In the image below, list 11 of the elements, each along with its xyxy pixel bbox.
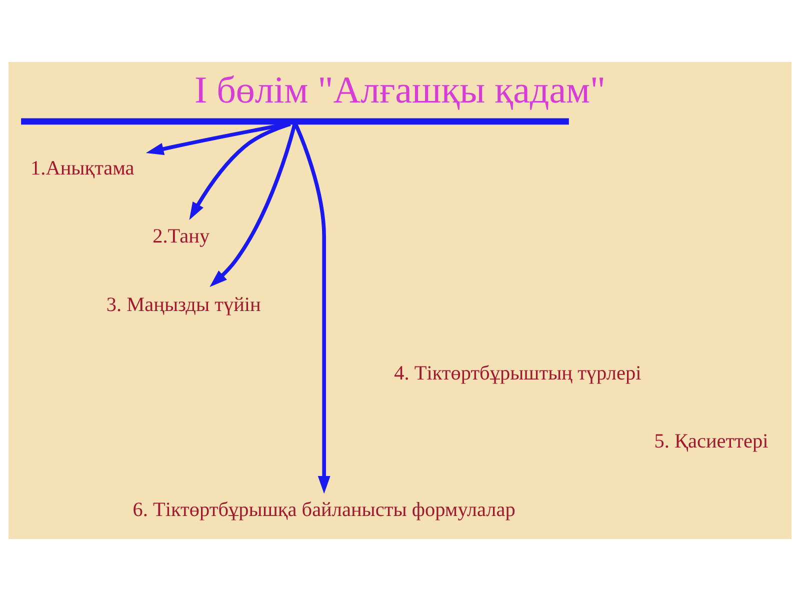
arrow: [294, 123, 330, 494]
node-text: 2.Тану: [152, 225, 210, 248]
arrow: [210, 123, 296, 286]
node-text: 6. Тіктөртбұрышқа байланысты формулалар: [132, 498, 516, 520]
label: 5. Қасиеттері: [654, 430, 768, 452]
node-text: 1.Анықтама: [30, 156, 134, 179]
diagram-title: І бөлім "Алғашқы қадам": [194, 68, 606, 111]
label: 4. Тіктөртбұрыштың түрлері: [394, 362, 642, 384]
node-bar: [21, 118, 569, 124]
arrow: [189, 122, 291, 220]
node-text: 3. Маңызды түйін: [106, 294, 261, 316]
